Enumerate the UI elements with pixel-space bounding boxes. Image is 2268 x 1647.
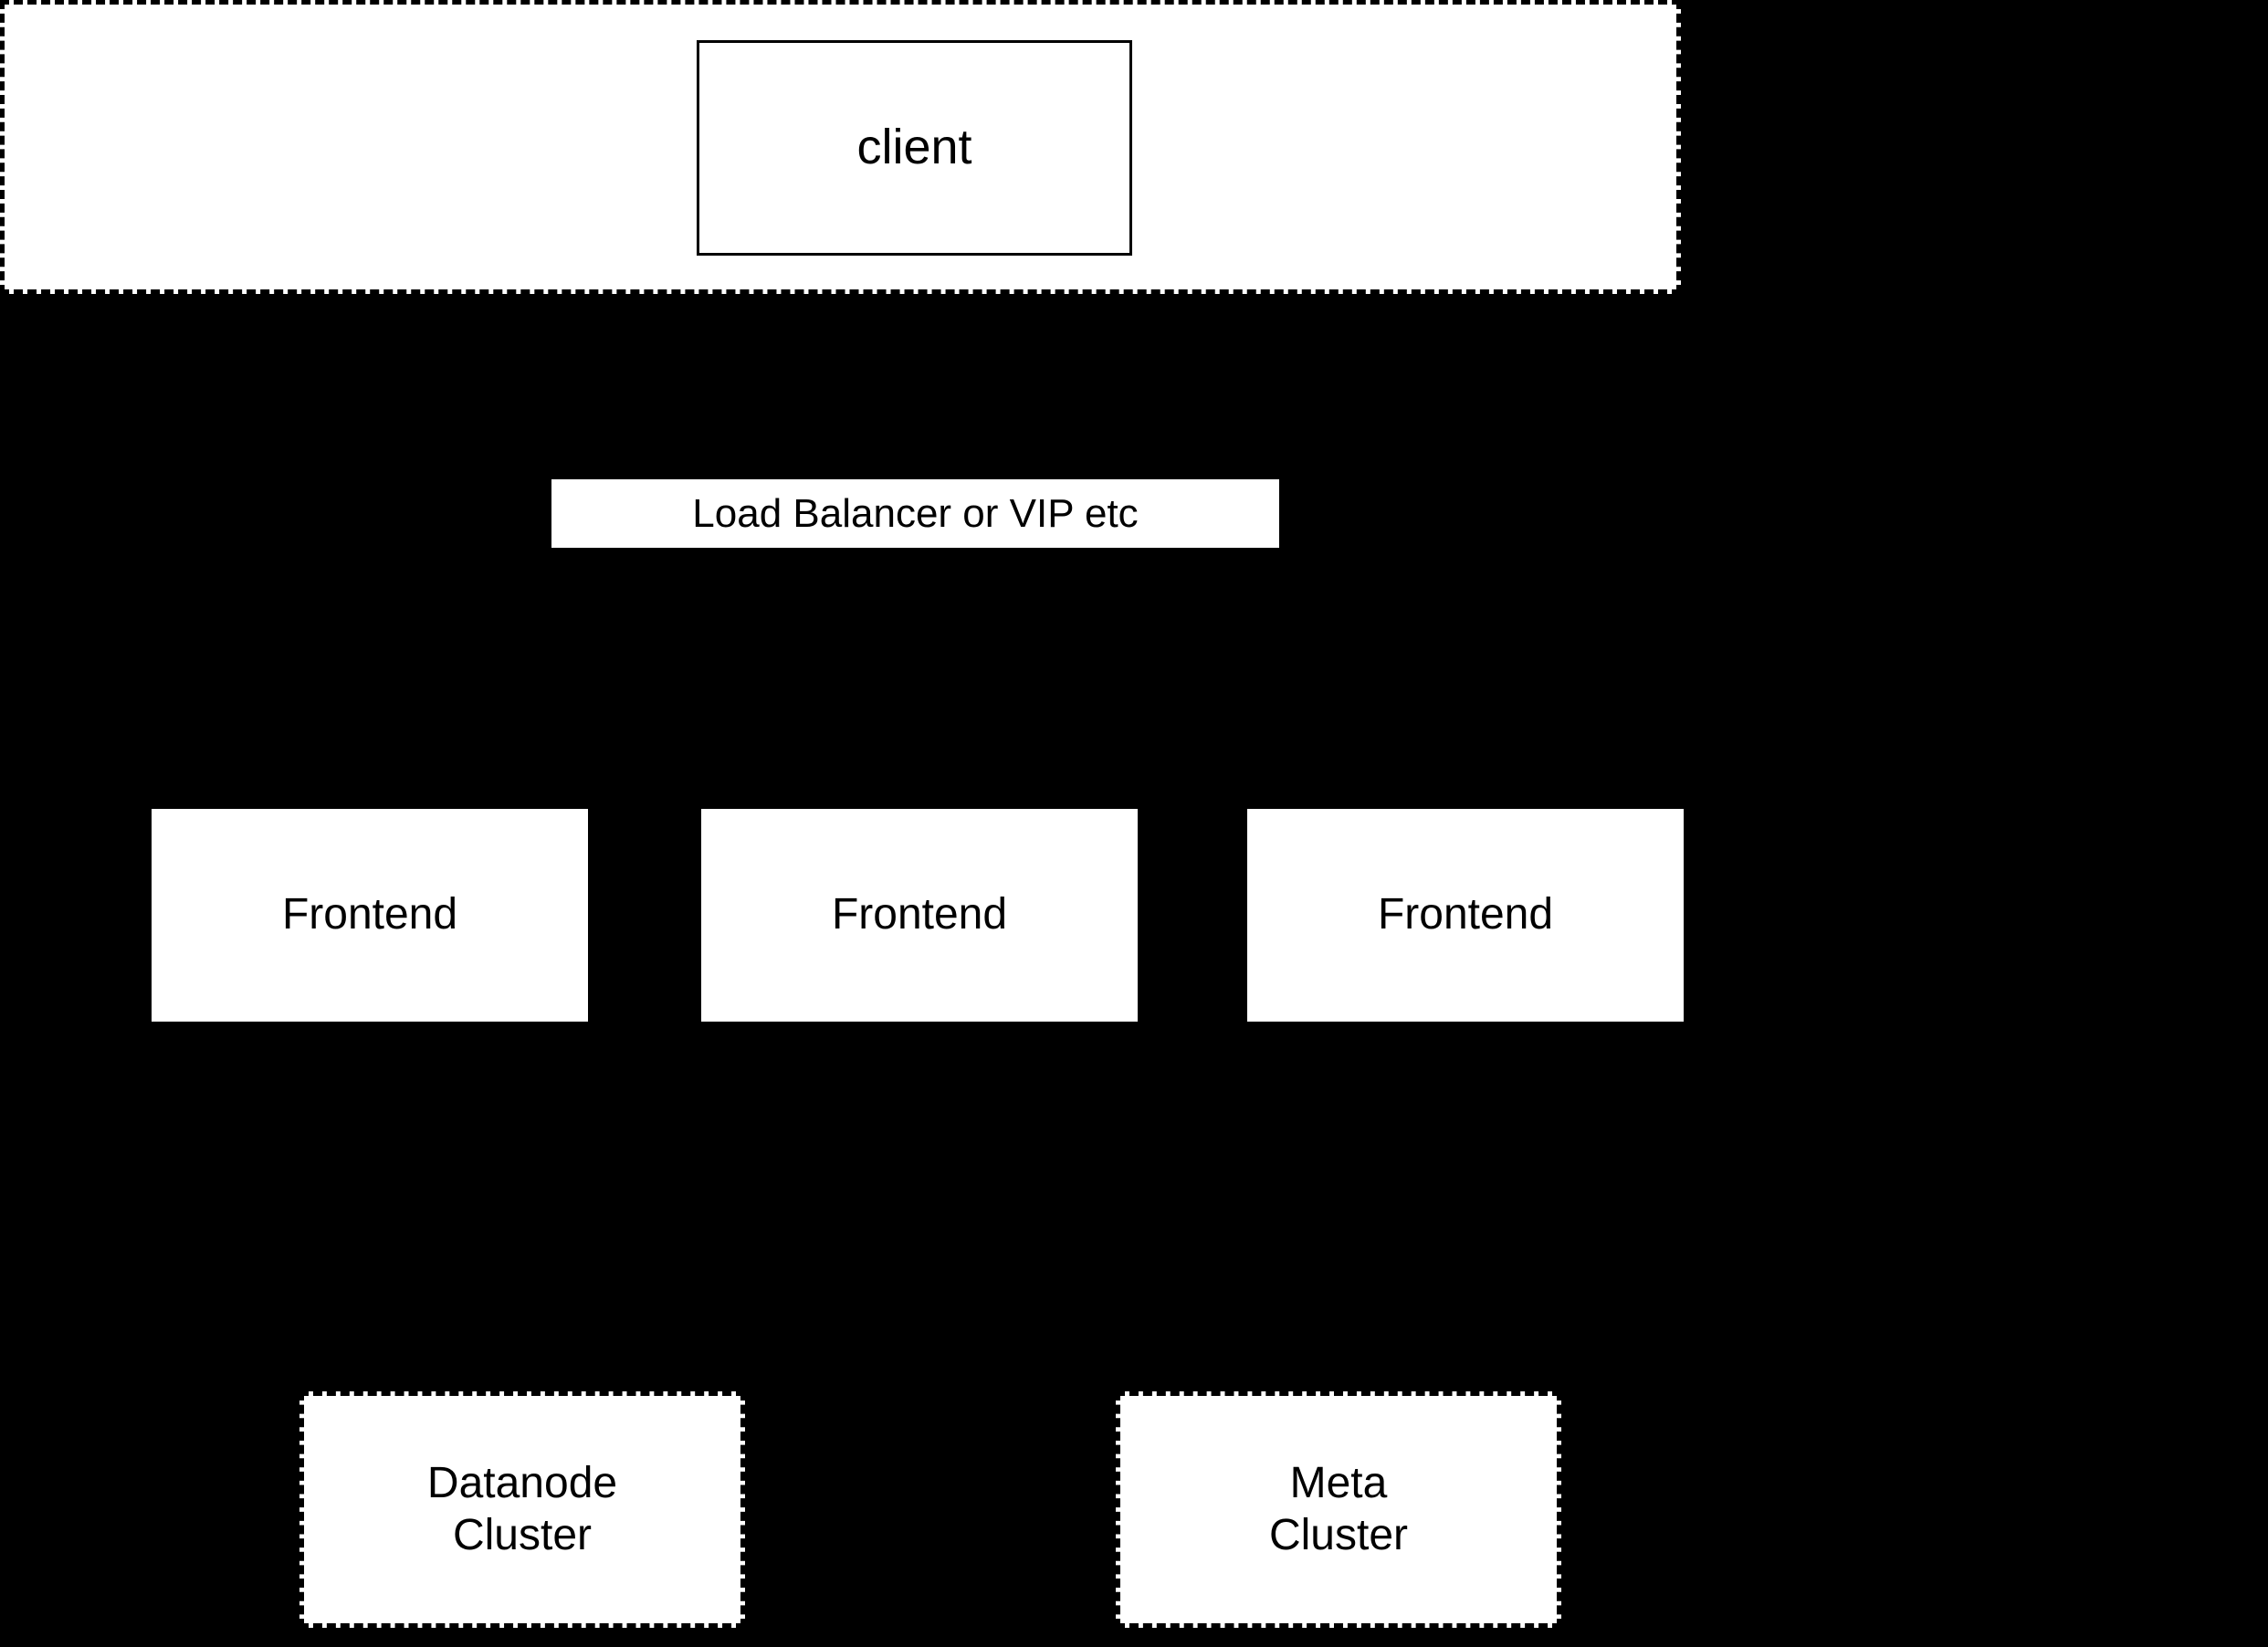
frontend-node-3-label: Frontend — [1377, 890, 1554, 939]
client-node-label: client — [856, 120, 972, 175]
frontend-node-2[interactable]: Frontend — [697, 804, 1142, 1026]
frontend-node-1[interactable]: Frontend — [147, 804, 593, 1026]
load-balancer-node[interactable]: Load Balancer or VIP etc — [551, 479, 1279, 548]
datanode-cluster-node[interactable]: Datanode Cluster — [299, 1391, 745, 1628]
frontend-node-3[interactable]: Frontend — [1243, 804, 1688, 1026]
frontend-node-2-label: Frontend — [831, 890, 1008, 939]
client-node[interactable]: client — [697, 40, 1132, 256]
datanode-cluster-node-label: Datanode Cluster — [426, 1458, 618, 1559]
load-balancer-node-label: Load Balancer or VIP etc — [692, 490, 1139, 536]
frontend-node-1-label: Frontend — [281, 890, 458, 939]
meta-cluster-node[interactable]: Meta Cluster — [1116, 1391, 1561, 1628]
meta-cluster-node-label: Meta Cluster — [1268, 1458, 1409, 1559]
